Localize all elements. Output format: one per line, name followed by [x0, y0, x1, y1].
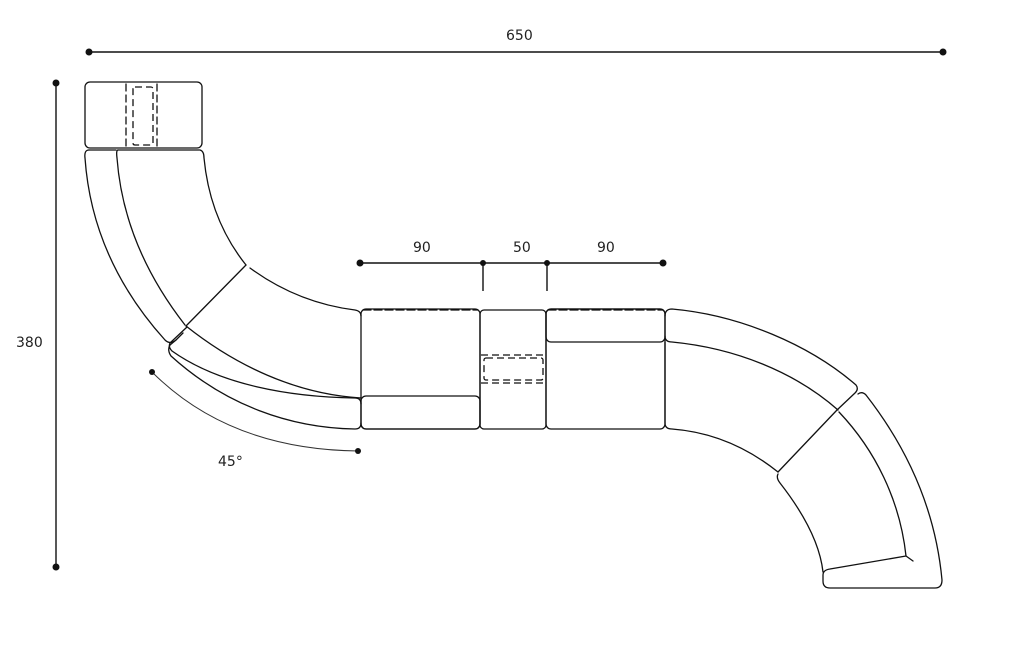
center-left-straight-seat [360, 308, 481, 430]
center-right-straight-seat [545, 308, 666, 430]
segment-dimension-line [356, 259, 667, 291]
height-dimension-label: 380 [16, 335, 43, 351]
left-curved-module-upper [84, 149, 247, 344]
top-left-corner-table-module [84, 81, 203, 149]
segment-dimension-label-left: 90 [413, 240, 431, 256]
angle-label: 45° [218, 454, 243, 470]
width-dimension-label: 650 [506, 28, 533, 44]
center-table-module [479, 309, 547, 430]
right-curved-module-lower [776, 392, 943, 589]
left-curved-module-lower [168, 267, 362, 430]
angle-dimension-arc [149, 369, 361, 454]
segment-dimension-label-center: 50 [513, 240, 531, 256]
segment-dimension-label-right: 90 [597, 240, 615, 256]
right-curved-module-upper [664, 308, 858, 473]
height-dimension-line [52, 79, 60, 571]
width-dimension-line [85, 48, 947, 56]
